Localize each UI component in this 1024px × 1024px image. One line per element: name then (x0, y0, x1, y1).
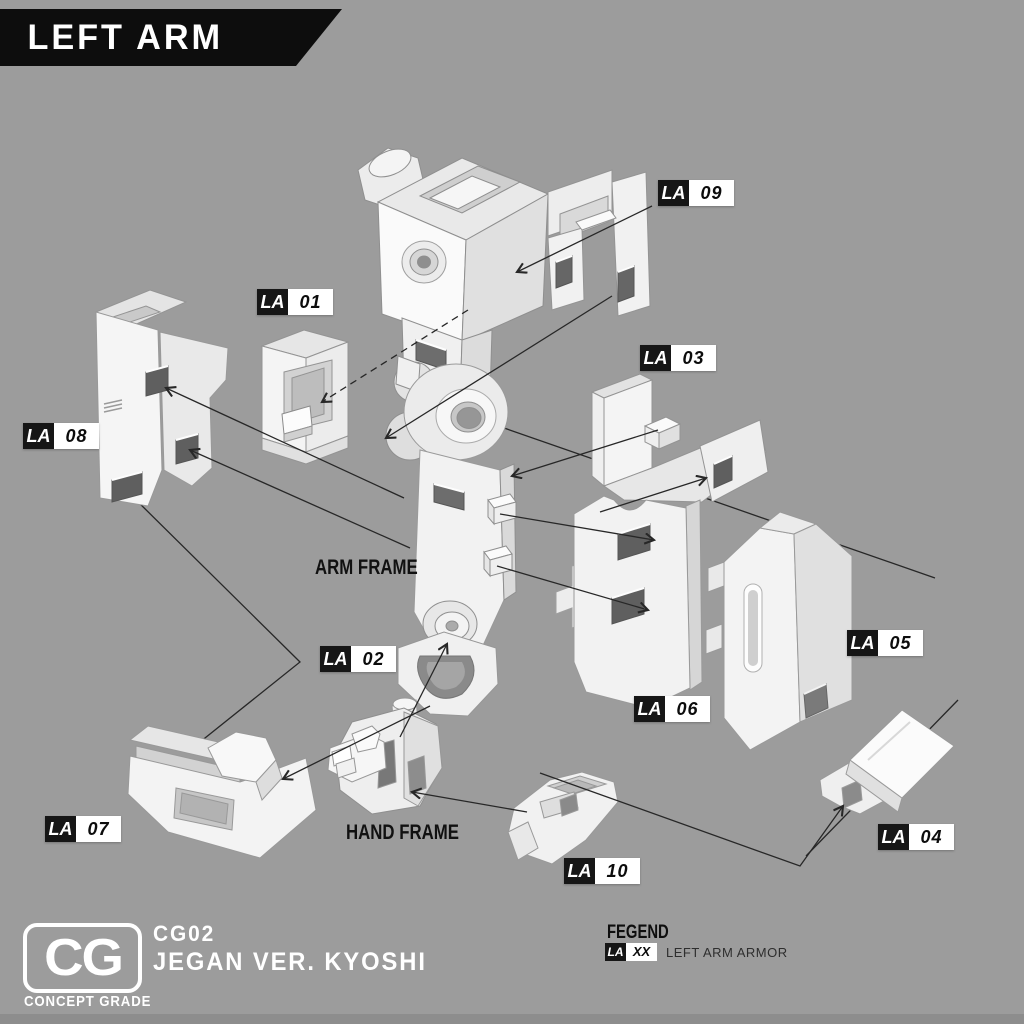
part-label-number: 05 (878, 630, 923, 656)
part-label-prefix: LA (847, 630, 878, 656)
legend-description: LEFT ARM ARMOR (666, 944, 788, 960)
legend-sample-number: XX (626, 943, 657, 961)
part-la03-bracket (590, 373, 769, 503)
part-label-prefix: LA (257, 289, 288, 315)
concept-grade-logo: CG (23, 923, 142, 993)
part-label-prefix: LA (640, 345, 671, 371)
part-label-la-03: LA 03 (640, 345, 716, 371)
part-la07-shell (127, 725, 317, 859)
part-la02-cuff (397, 631, 499, 717)
part-label-prefix: LA (23, 423, 54, 449)
part-label-la-02: LA 02 (320, 646, 396, 672)
kit-code: CG02 (153, 921, 216, 946)
part-label-prefix: LA (320, 646, 351, 672)
part-label-la-08: LA 08 (23, 423, 99, 449)
part-label-number: 10 (595, 858, 640, 884)
arm-frame-caption: ARM FRAME (315, 556, 418, 579)
part-label-la-09: LA 09 (658, 180, 734, 206)
part-la08-panel (94, 289, 229, 507)
part-label-la-04: LA 04 (878, 824, 954, 850)
logo-monogram: CG (43, 929, 124, 987)
part-la06-panel (555, 495, 703, 709)
part-label-number: 06 (665, 696, 710, 722)
part-label-number: 03 (671, 345, 716, 371)
part-label-la-06: LA 06 (634, 696, 710, 722)
part-label-prefix: LA (564, 858, 595, 884)
part-label-prefix: LA (634, 696, 665, 722)
kit-name: JEGAN VER. KYOSHI (153, 948, 427, 976)
title-banner: LEFT ARM (0, 9, 342, 66)
part-label-number: 01 (288, 289, 333, 315)
legend-sample-prefix: LA (605, 943, 626, 961)
part-label-la-10: LA 10 (564, 858, 640, 884)
part-label-la-07: LA 07 (45, 816, 121, 842)
part-label-prefix: LA (45, 816, 76, 842)
legend-row: LA XX LEFT ARM ARMOR (605, 943, 788, 961)
hand-frame-caption: HAND FRAME (346, 821, 459, 844)
part-label-prefix: LA (658, 180, 689, 206)
logo-subtitle: CONCEPT GRADE (24, 993, 152, 1010)
part-la01-bracket (260, 329, 350, 465)
part-la10-bracket (507, 771, 619, 865)
page-title: LEFT ARM (27, 17, 224, 57)
part-label-number: 08 (54, 423, 99, 449)
part-label-la-01: LA 01 (257, 289, 333, 315)
bottom-accent-bar (0, 1014, 1024, 1024)
part-label-number: 07 (76, 816, 121, 842)
part-label-number: 02 (351, 646, 396, 672)
part-label-prefix: LA (878, 824, 909, 850)
legend-title: FEGEND (607, 922, 669, 943)
part-la09-clamp (547, 169, 651, 317)
part-label-number: 04 (909, 824, 954, 850)
hand-frame-assembly (327, 697, 443, 815)
connector-lines (166, 205, 843, 867)
part-la05-prism (705, 511, 853, 751)
part-label-number: 09 (689, 180, 734, 206)
part-label-la-05: LA 05 (847, 630, 923, 656)
part-la04-wedge (819, 709, 955, 815)
